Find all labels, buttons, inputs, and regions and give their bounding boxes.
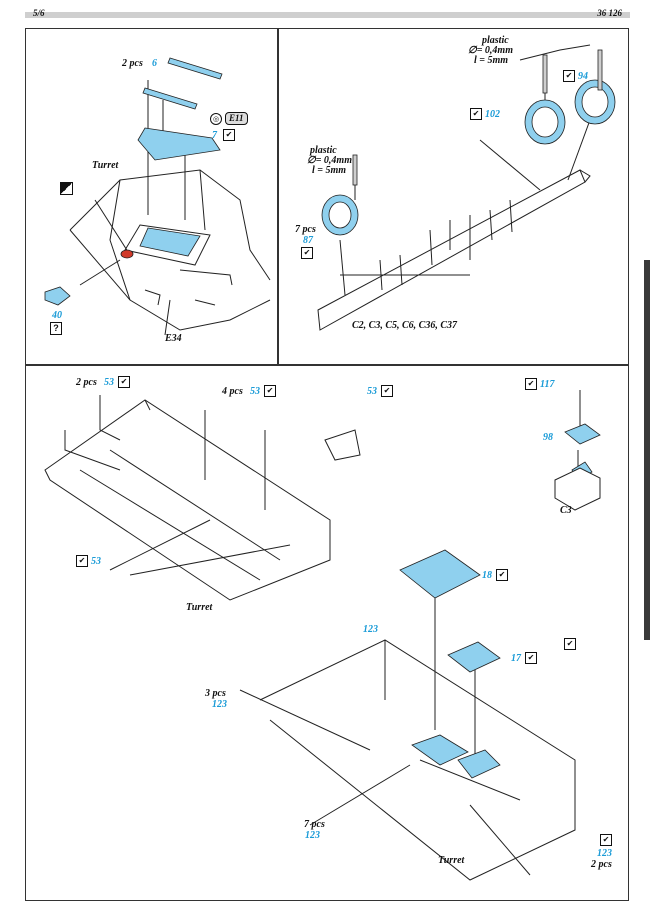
check-icon: ✔ — [525, 652, 537, 664]
check-icon: ✔ — [381, 385, 393, 397]
c3-label: C3 — [560, 505, 572, 516]
part-number-40: 40 — [52, 310, 62, 321]
check-icon: ✔ — [301, 247, 313, 259]
check-icon: ✔ — [223, 129, 235, 141]
qty-label: 7 pcs — [304, 819, 325, 830]
part-number-6: 6 — [152, 58, 157, 69]
part-ref-e34: E34 — [165, 333, 182, 344]
diameter-label: ∅= 0,4mm — [468, 45, 513, 56]
check-icon: ✔ — [264, 385, 276, 397]
panel-turret-rear — [25, 364, 629, 901]
plastic-label: plastic — [310, 145, 337, 156]
kit-code: 36 126 — [597, 8, 622, 18]
panel-barrel — [277, 28, 629, 366]
qty-label: 2 pcs — [591, 859, 612, 870]
check-icon: ✔ — [600, 834, 612, 846]
page-edge-tab — [644, 260, 650, 640]
part-number-123: 123 — [363, 624, 378, 635]
part-number-117: 117 — [540, 379, 555, 390]
paint-side-icon — [60, 182, 73, 195]
qty-label: 2 pcs — [122, 58, 143, 69]
check-icon: ✔ — [564, 638, 576, 650]
check-icon: ✔ — [496, 569, 508, 581]
tank-symbol-icon: ◎ — [210, 113, 222, 125]
part-ref-e11: E11 — [225, 112, 248, 125]
diameter-label: ∅= 0,4mm — [307, 155, 352, 166]
part-number-18: 18 — [482, 570, 492, 581]
check-icon: ✔ — [118, 376, 130, 388]
check-icon: ✔ — [525, 378, 537, 390]
qty-label: 7 pcs — [295, 224, 316, 235]
panel-turret-top — [25, 28, 279, 366]
check-icon: ✔ — [76, 555, 88, 567]
qty-label: 3 pcs — [205, 688, 226, 699]
part-number-17: 17 — [511, 653, 521, 664]
part-number-94: 94 — [578, 71, 588, 82]
page-number: 5/6 — [33, 8, 45, 18]
part-number-53: 53 — [104, 377, 114, 388]
turret-label: Turret — [186, 602, 213, 613]
plastic-label: plastic — [482, 35, 509, 46]
qty-label: 2 pcs — [76, 377, 97, 388]
header-band — [25, 12, 630, 18]
qty-label: 4 pcs — [222, 386, 243, 397]
part-number-102: 102 — [485, 109, 500, 120]
barrel-positions: C2, C3, C5, C6, C36, C37 — [352, 320, 458, 331]
part-number-53: 53 — [91, 556, 101, 567]
turret-label: Turret — [92, 160, 119, 171]
part-number-123: 123 — [212, 699, 227, 710]
part-number-98: 98 — [543, 432, 553, 443]
part-number-53: 53 — [367, 386, 377, 397]
part-number-123: 123 — [305, 830, 320, 841]
part-number-7: 7 — [212, 130, 217, 141]
length-label: l = 5mm — [474, 55, 509, 66]
length-label: l = 5mm — [312, 165, 347, 176]
part-number-53: 53 — [250, 386, 260, 397]
part-number-123: 123 — [597, 848, 612, 859]
page-header: 5/6 36 126 — [0, 0, 650, 24]
part-number-87: 87 — [303, 235, 313, 246]
turret-label: Turret — [438, 855, 465, 866]
check-icon: ✔ — [563, 70, 575, 82]
question-box: ? — [50, 322, 62, 335]
check-icon: ✔ — [470, 108, 482, 120]
